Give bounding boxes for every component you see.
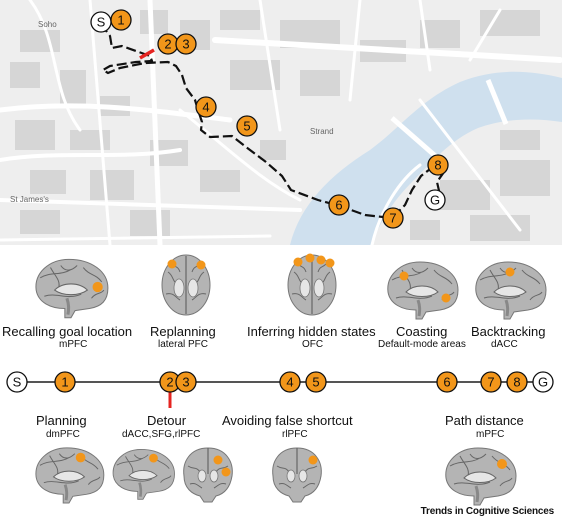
map-step-marker-5: 5 — [236, 115, 258, 137]
label-avoiding-shortcut-title: Avoiding false shortcut — [222, 413, 353, 428]
timeline-marker-8: 8 — [506, 371, 528, 393]
svg-text:6: 6 — [443, 375, 450, 390]
label-coasting-title: Coasting — [396, 324, 448, 339]
svg-text:3: 3 — [182, 375, 189, 390]
svg-text:7: 7 — [487, 375, 494, 390]
map-step-marker-2: 2 — [157, 33, 179, 55]
timeline-marker-1: 1 — [54, 371, 76, 393]
svg-text:4: 4 — [286, 375, 293, 390]
label-path-distance-title: Path distance — [445, 413, 524, 428]
svg-text:8: 8 — [434, 158, 441, 173]
svg-text:1: 1 — [117, 13, 124, 28]
map-step-marker-7: 7 — [382, 207, 404, 229]
label-replanning-region: lateral PFC — [158, 339, 209, 350]
svg-text:S: S — [13, 375, 22, 390]
area-label-soho: Soho — [38, 20, 57, 29]
detour-segment — [139, 48, 155, 60]
label-detour-region: dACC,SFG,rlPFC — [122, 429, 201, 440]
svg-text:S: S — [97, 15, 106, 30]
timeline-start-marker: S — [6, 371, 28, 393]
brain-axial-replanning — [161, 254, 211, 316]
svg-text:3: 3 — [182, 37, 189, 52]
area-label-st-james: St James's — [10, 195, 49, 204]
brain-sagittal-planning — [34, 446, 106, 504]
map-step-marker-4: 4 — [195, 96, 217, 118]
brain-sagittal-path-distance — [444, 446, 518, 506]
svg-text:7: 7 — [389, 211, 396, 226]
area-label-strand: Strand — [310, 127, 334, 136]
map-step-marker-6: 6 — [328, 194, 350, 216]
svg-text:2: 2 — [164, 37, 171, 52]
brain-coronal-avoiding-shortcut — [272, 447, 322, 503]
river-thames — [290, 71, 562, 245]
label-backtracking-title: Backtracking — [471, 324, 546, 339]
label-recalling-goal-title: Recalling goal location — [2, 324, 133, 339]
label-planning-title: Planning — [36, 413, 87, 428]
timeline-goal-marker: G — [532, 371, 554, 393]
label-avoiding-shortcut-region: rlPFC — [282, 429, 308, 440]
svg-text:5: 5 — [243, 119, 250, 134]
timeline-marker-5: 5 — [305, 371, 327, 393]
svg-text:8: 8 — [513, 375, 520, 390]
timeline-marker-7: 7 — [480, 371, 502, 393]
timeline-marker-3: 3 — [175, 371, 197, 393]
label-planning-region: dmPFC — [46, 429, 80, 440]
map-start-marker: S — [90, 11, 112, 33]
brain-sagittal-recalling-goal — [34, 257, 110, 319]
label-inferring-title: Inferring hidden states — [247, 324, 376, 339]
label-inferring-region: OFC — [302, 339, 324, 350]
brain-sagittal-backtracking — [474, 260, 548, 320]
label-detour-title: Detour — [147, 413, 187, 428]
map-goal-marker: G — [424, 189, 446, 211]
svg-text:4: 4 — [202, 100, 209, 115]
timeline-marker-4: 4 — [279, 371, 301, 393]
brain-coronal-detour — [183, 447, 233, 503]
publisher-credit: Trends in Cognitive Sciences — [420, 506, 555, 517]
brain-sagittal-detour — [111, 448, 176, 501]
timeline-marker-6: 6 — [436, 371, 458, 393]
svg-text:6: 6 — [335, 198, 342, 213]
map-step-marker-3: 3 — [175, 33, 197, 55]
svg-text:1: 1 — [61, 375, 68, 390]
svg-text:5: 5 — [312, 375, 319, 390]
svg-text:G: G — [430, 193, 440, 208]
label-coasting-region: Default-mode areas — [378, 339, 466, 350]
route-path — [100, 23, 446, 219]
svg-text:2: 2 — [166, 375, 173, 390]
map-bridges — [390, 79, 509, 162]
label-backtracking-region: dACC — [491, 339, 518, 350]
map-roads — [0, 0, 562, 245]
label-replanning-title: Replanning — [150, 324, 216, 339]
map-step-marker-1: 1 — [110, 9, 132, 31]
label-path-distance-region: mPFC — [476, 429, 505, 440]
map-step-marker-8: 8 — [427, 154, 449, 176]
svg-text:G: G — [538, 375, 548, 390]
label-recalling-goal-region: mPFC — [59, 339, 88, 350]
brain-sagittal-coasting — [386, 260, 460, 320]
brain-axial-inferring-hidden-states — [287, 253, 337, 316]
